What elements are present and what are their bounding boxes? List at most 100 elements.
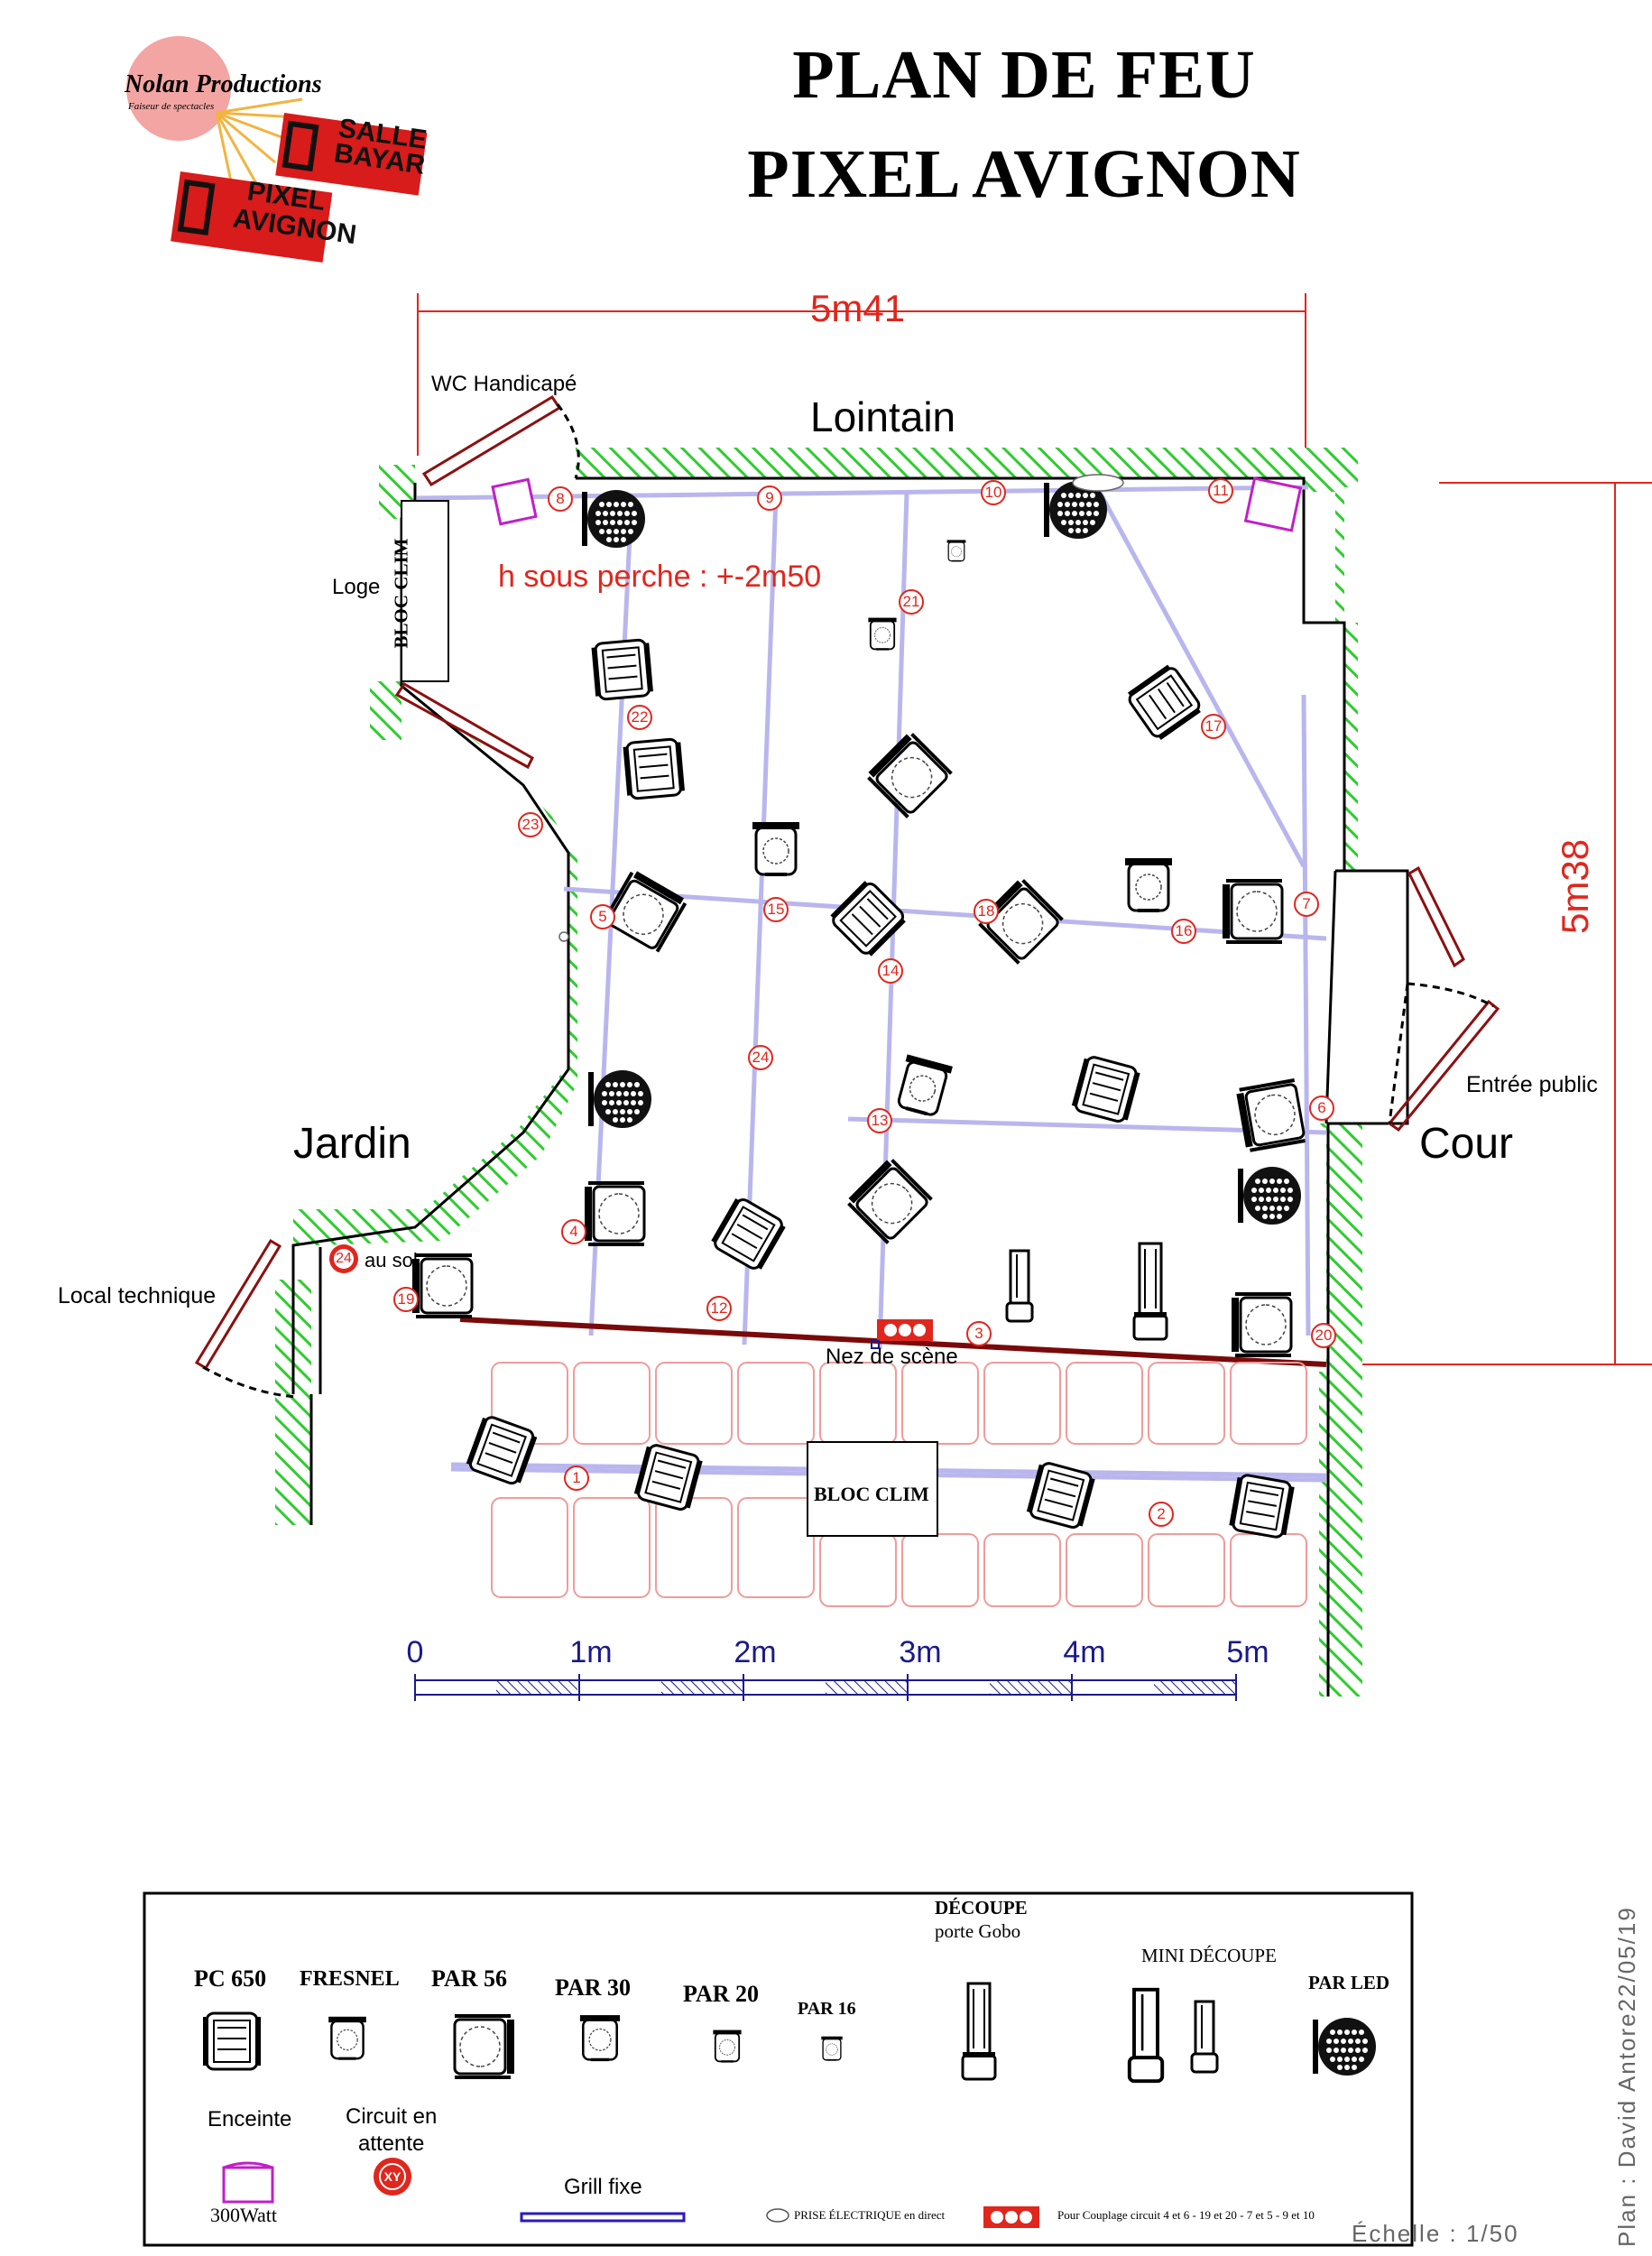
legend-grill-icon <box>520 2212 686 2223</box>
circuit-8: 8 <box>556 490 565 507</box>
circuit-18: 18 <box>977 902 995 920</box>
legend-circuit-attente-2: attente <box>358 2131 425 2156</box>
legend-prise: PRISE ÉLECTRIQUE en direct <box>794 2208 946 2222</box>
width-dimension <box>417 293 1306 456</box>
legend-par30-icon <box>578 2013 622 2062</box>
fresnel-16 <box>1123 856 1174 912</box>
pc-2b <box>1227 1472 1297 1540</box>
walls <box>275 448 1362 1697</box>
par56-mid <box>866 732 952 818</box>
legend-enceinte-sub: 300Watt <box>210 2204 277 2226</box>
jardin-label: Jardin <box>293 1120 411 1168</box>
par20-21 <box>867 616 898 651</box>
legend-par16: PAR 16 <box>798 1999 856 2019</box>
logo-graphic <box>126 36 428 263</box>
legend-circuit-attente-1: Circuit en <box>346 2104 438 2129</box>
fixtures <box>411 481 1307 1540</box>
par-led-4a <box>588 1070 651 1128</box>
logo-company: Nolan Productions <box>125 70 322 98</box>
legend-par20-icon <box>712 2029 743 2063</box>
scale-2m: 2m <box>734 1635 777 1669</box>
par56-19 <box>411 1253 474 1318</box>
decoupe-3 <box>1132 1242 1168 1341</box>
mini-decoupe-3 <box>1005 1249 1034 1323</box>
local-technique-label: Local technique <box>58 1283 217 1308</box>
circuit-24-au-sol: 24 <box>336 1251 352 1266</box>
title-line1: PLAN DE FEU <box>792 37 1256 113</box>
par-led-8 <box>582 490 645 548</box>
pc-22b <box>621 736 687 801</box>
pc-17 <box>1123 661 1205 744</box>
title-line2: PIXEL AVIGNON <box>747 136 1301 212</box>
legend-fresnel-icon <box>327 2015 368 2060</box>
legend-par-led: PAR LED <box>1308 1972 1390 1993</box>
nez-de-scene-label: Nez de scène <box>826 1345 958 1369</box>
legend-mini-decoupe-small-icon <box>1190 2000 1219 2074</box>
circuit-17: 17 <box>1204 717 1223 735</box>
circuit-6: 6 <box>1317 1099 1326 1116</box>
height-label: 5m38 <box>1554 838 1596 934</box>
par56-5 <box>602 867 689 954</box>
circuit-23: 23 <box>521 816 540 833</box>
circuit-7: 7 <box>1302 895 1311 912</box>
circuit-13: 13 <box>871 1112 889 1129</box>
par56-7 <box>1221 879 1284 944</box>
legend-pc650-icon <box>201 2011 263 2071</box>
par56-6 <box>1233 1078 1307 1153</box>
fresnel-15 <box>751 820 801 876</box>
legend-par30: PAR 30 <box>555 1974 632 2001</box>
nez-de-scene-line <box>459 1317 1327 1367</box>
plan-credit: Plan : David Antore22/05/19 <box>1613 1906 1640 2247</box>
circuit-24-au-sol-marker <box>329 1244 358 1273</box>
par56-13b <box>846 1158 932 1244</box>
pc-6a <box>1069 1053 1143 1125</box>
height-dimension <box>1362 482 1652 1365</box>
circuit-14: 14 <box>881 962 900 979</box>
legend-decoupe-icon <box>961 1982 997 2081</box>
speaker-jardin <box>491 477 538 526</box>
circuit-10: 10 <box>984 484 1002 501</box>
speakers <box>491 476 1303 532</box>
bloc-clim-loge <box>401 500 449 682</box>
legend-symbols <box>201 1982 1376 2228</box>
circuit-9: 9 <box>765 489 774 506</box>
legend-mini-decoupe: MINI DÉCOUPE <box>1141 1945 1277 1966</box>
legend-par56-icon <box>453 2014 516 2079</box>
bloc-clim-salle <box>807 1441 938 1537</box>
scale-4m: 4m <box>1063 1635 1106 1669</box>
legend-enceinte: Enceinte <box>208 2107 292 2131</box>
circuit-15: 15 <box>767 901 785 918</box>
entree-public-label: Entrée public <box>1466 1072 1598 1097</box>
scale-ratio: Échelle : 1/50 <box>1352 2220 1519 2247</box>
bloc-clim-salle-label: BLOC CLIM <box>814 1483 929 1505</box>
cour-label: Cour <box>1419 1120 1514 1168</box>
legend-grill: Grill fixe <box>564 2175 642 2199</box>
lointain-label: Lointain <box>810 393 956 440</box>
legend-decoupe: DÉCOUPE <box>935 1897 1028 1919</box>
circuit-4: 4 <box>569 1223 578 1240</box>
legend-mini-decoupe-icon <box>1127 1987 1165 2084</box>
legend-xy: XY <box>383 2169 401 2184</box>
scale-0: 0 <box>406 1635 424 1669</box>
width-label: 5m41 <box>810 287 906 329</box>
scale-3m: 3m <box>899 1635 942 1669</box>
wc-label: WC Handicapé <box>431 372 577 396</box>
par56-4 <box>583 1181 646 1246</box>
par-led-6b <box>1238 1167 1301 1225</box>
doors <box>194 394 1500 1399</box>
scale-1m: 1m <box>569 1635 613 1669</box>
legend-decoupe-sub: porte Gobo <box>935 1920 1021 1942</box>
pc-12 <box>707 1194 789 1274</box>
scale-bar <box>414 1674 1237 1701</box>
legend-par20: PAR 20 <box>683 1981 760 2007</box>
circuit-12: 12 <box>710 1299 728 1317</box>
circuit-3: 3 <box>974 1325 983 1342</box>
audience-seats <box>491 1362 1307 1607</box>
legend-par16-icon <box>820 2035 844 2061</box>
legend-pc650: PC 650 <box>194 1965 267 1992</box>
circuit-2: 2 <box>1157 1505 1166 1522</box>
circuit-22: 22 <box>631 708 649 726</box>
pc-1a <box>463 1412 540 1488</box>
logo-tagline: Faiseur de spectacles <box>128 101 215 112</box>
